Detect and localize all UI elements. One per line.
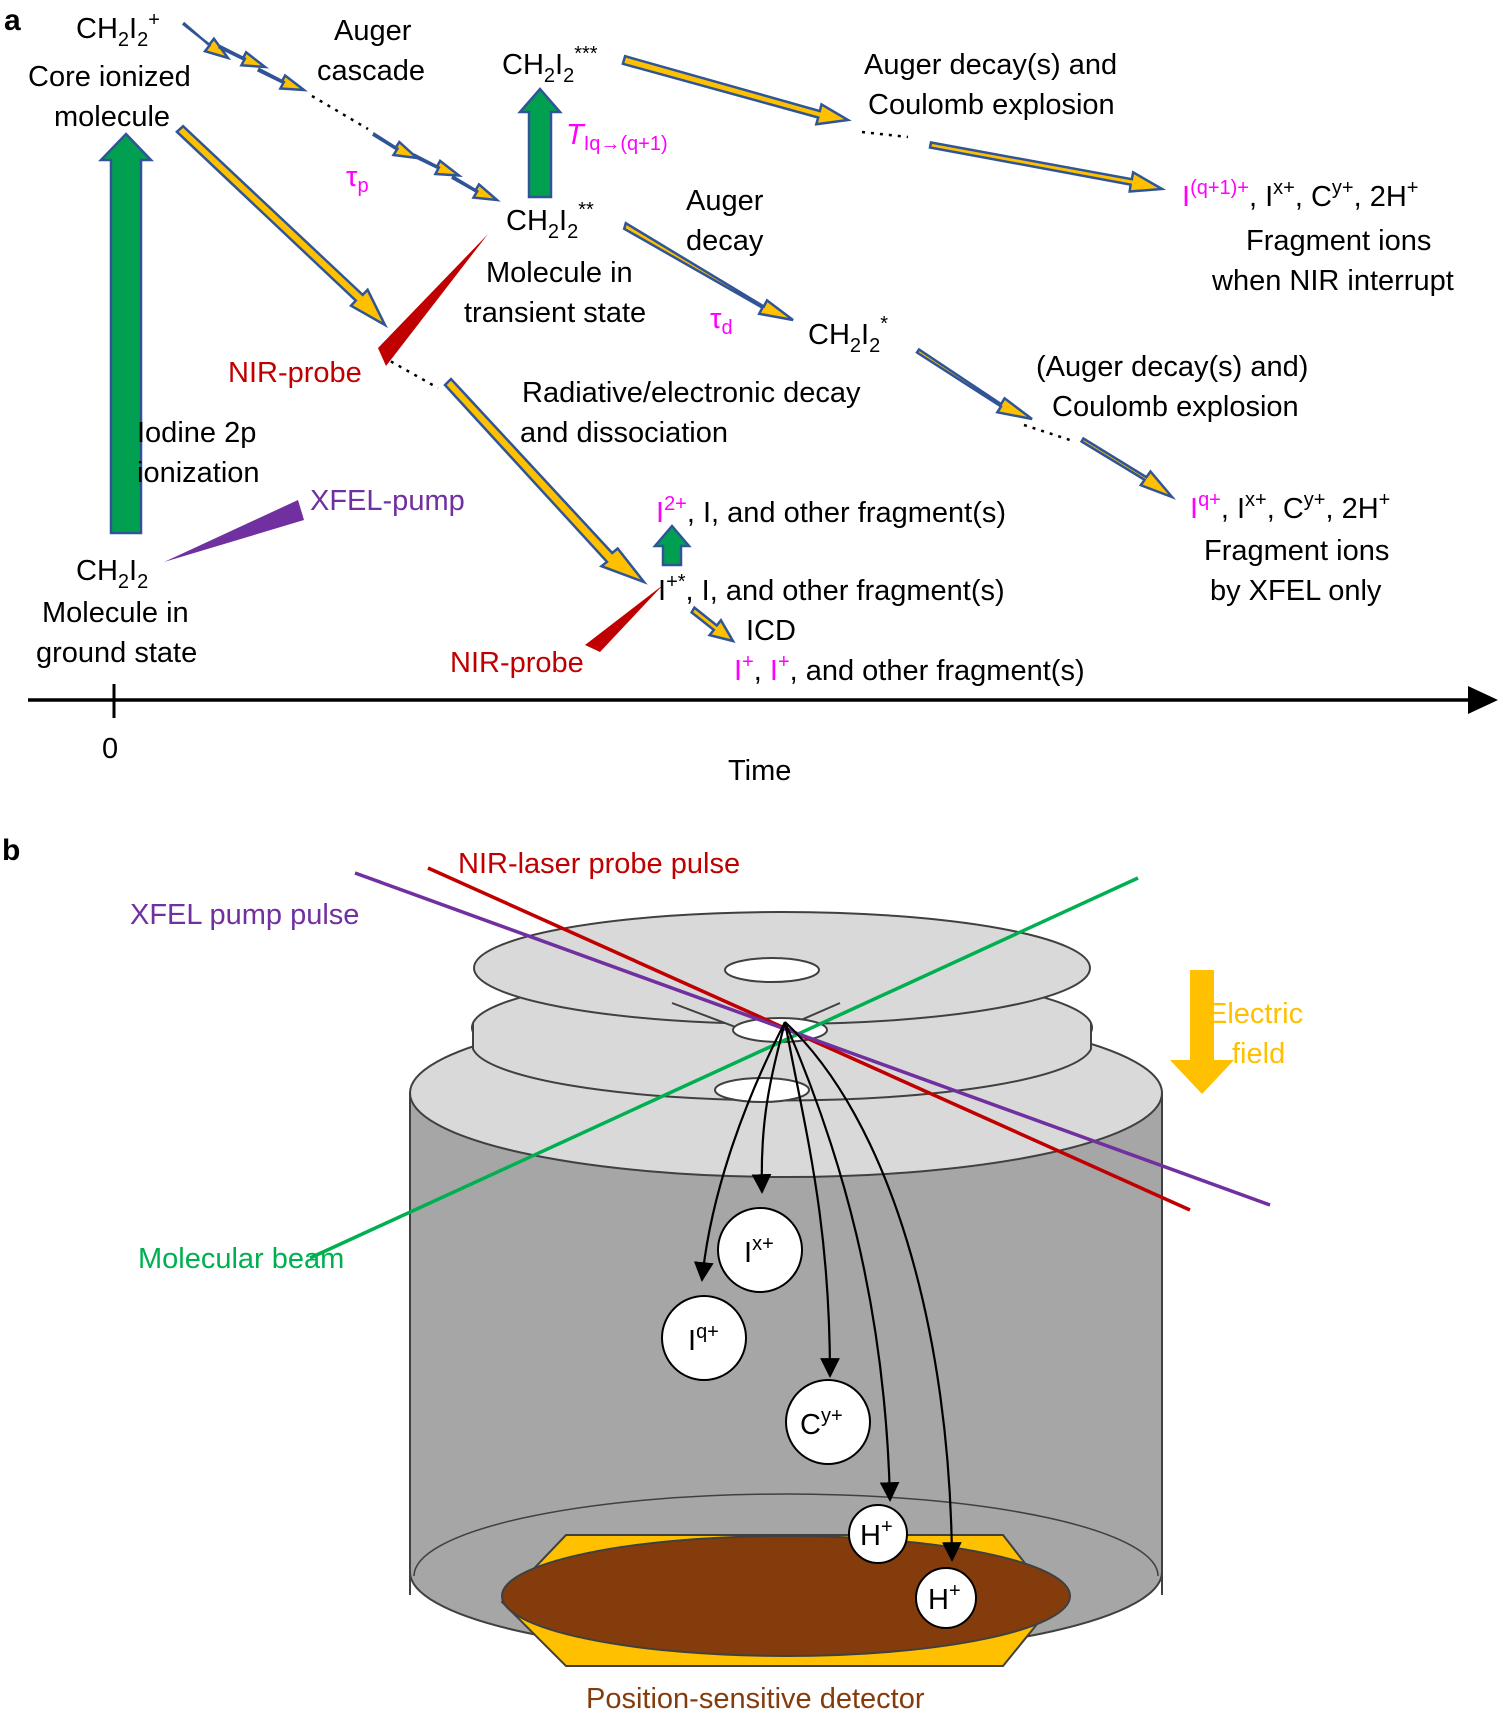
nir-pulse-label: NIR-laser probe pulse (458, 848, 740, 880)
ionization-arrow (98, 132, 154, 535)
cascade-dots (311, 94, 369, 131)
core-to-nir-arrow (175, 124, 388, 329)
ionization-line-1: Iodine 2p (137, 417, 256, 449)
ion-ix: Ix+ (717, 1207, 803, 1293)
electric-field-arrow (1170, 970, 1234, 1094)
ground-caption-1: Molecule in (42, 597, 189, 629)
istar-products: I+*, I, and other fragment(s) (658, 571, 1005, 607)
auger-coulomb-dots (861, 130, 909, 139)
xfel-pump-wedge (164, 500, 304, 562)
detector-disc (501, 1535, 1071, 1657)
nir-products-line-1: I(q+1)+, Ix+, Cy+, 2H+ (1182, 177, 1418, 213)
transient-to-single-arrow (622, 221, 794, 322)
svg-text:H+: H+ (860, 1516, 893, 1552)
ground-caption-2: ground state (36, 637, 197, 669)
xfel-products-line-1: Iq+, Ix+, Cy+, 2H+ (1190, 489, 1390, 525)
icd-products: I+, I+, and other fragment(s) (734, 651, 1085, 687)
transition-arrow-triple (517, 87, 563, 199)
xfel-pulse-label: XFEL pump pulse (130, 899, 359, 931)
core-ionized-caption-1: Core ionized (28, 61, 191, 93)
auger-opt-line-1: (Auger decay(s) and) (1036, 351, 1308, 383)
svg-text:Ix+: Ix+ (744, 1233, 774, 1269)
icd-arrow (689, 605, 736, 643)
coulomb-to-xfel-products-arrow (1079, 436, 1177, 500)
panel-b: b Electr (2, 834, 1303, 1713)
molecular-beam-line (309, 876, 1139, 1260)
svg-text:Iq+: Iq+ (688, 1321, 719, 1357)
molecular-beam-label: Molecular beam (138, 1243, 344, 1275)
auger-to-fragments-arrow (928, 141, 1167, 193)
opt-auger-dots (1023, 423, 1071, 442)
aperture-top (724, 957, 820, 983)
xfel-beam-line (354, 871, 1271, 1207)
nir-dots (382, 355, 439, 390)
radiative-line-2: and dissociation (520, 417, 728, 449)
transition-arrow-i2 (652, 524, 692, 567)
nir-probe-wedge-2 (585, 585, 663, 652)
transient-caption-2: transient state (464, 297, 646, 329)
electric-field-line-2: field (1232, 1038, 1285, 1070)
core-ionized-formula: CH2I2+ (76, 9, 160, 51)
ion-h-1: H+ (848, 1504, 908, 1564)
panel-a: a 0 Time (4, 4, 1498, 787)
triple-to-auger-arrow (621, 54, 852, 126)
nir-products-line-3: when NIR interrupt (1211, 265, 1454, 297)
i2-products: I2+, I, and other fragment(s) (656, 493, 1006, 529)
nir-to-istar-arrow (443, 377, 648, 585)
electric-field-line-1: Electric (1208, 998, 1303, 1030)
chamber-inner-rim (413, 1493, 1159, 1577)
single-to-auger-arrow (915, 347, 1033, 421)
icd-label: ICD (746, 615, 796, 647)
triple-formula: CH2I2*** (502, 43, 598, 87)
svg-text:H+: H+ (928, 1580, 961, 1616)
xfel-pump-label: XFEL-pump (310, 485, 465, 517)
nir-products-line-2: Fragment ions (1246, 225, 1431, 257)
xfel-products-line-3: by XFEL only (1210, 575, 1382, 607)
auger-cascade-arrows (181, 21, 501, 202)
auger-coulomb-line-1: Auger decay(s) and (864, 49, 1117, 81)
detector-label: Position-sensitive detector (586, 1683, 925, 1713)
transient-formula: CH2I2** (506, 199, 594, 243)
auger-decay-line-2: decay (686, 225, 764, 257)
tau-p-label: τp (346, 161, 369, 197)
auger-opt-line-2: Coulomb explosion (1052, 391, 1299, 423)
radiative-line-1: Radiative/electronic decay (522, 377, 861, 409)
transient-caption-1: Molecule in (486, 257, 633, 289)
nir-probe-label-1: NIR-probe (228, 357, 362, 389)
auger-coulomb-line-2: Coulomb explosion (868, 89, 1115, 121)
svg-text:Cy+: Cy+ (800, 1405, 843, 1441)
time-axis-arrowhead (1468, 686, 1498, 714)
auger-decay-line-1: Auger (686, 185, 764, 217)
nir-probe-label-2: NIR-probe (450, 647, 584, 679)
panel-b-label: b (2, 834, 20, 867)
transition-rate-label: TIq→(q+1) (566, 119, 668, 155)
ion-trajectories (693, 1021, 962, 1562)
ion-cy: Cy+ (785, 1379, 871, 1465)
panel-a-label: a (4, 4, 21, 37)
ion-h-2: H+ (915, 1567, 977, 1629)
axis-zero-label: 0 (102, 733, 118, 765)
auger-cascade-line-1: Auger (334, 15, 412, 47)
axis-time-label: Time (728, 755, 791, 787)
xfel-products-line-2: Fragment ions (1204, 535, 1389, 567)
aperture-bottom (714, 1077, 810, 1103)
ion-iq: Iq+ (661, 1295, 747, 1381)
ionization-line-2: ionization (137, 457, 260, 489)
ground-formula: CH2I2 (76, 555, 148, 593)
core-ionized-caption-2: molecule (54, 101, 170, 133)
nir-probe-wedge-1 (378, 234, 488, 366)
tau-d-label: τd (710, 303, 733, 339)
single-formula: CH2I2* (808, 313, 888, 357)
auger-cascade-line-2: cascade (317, 55, 425, 87)
